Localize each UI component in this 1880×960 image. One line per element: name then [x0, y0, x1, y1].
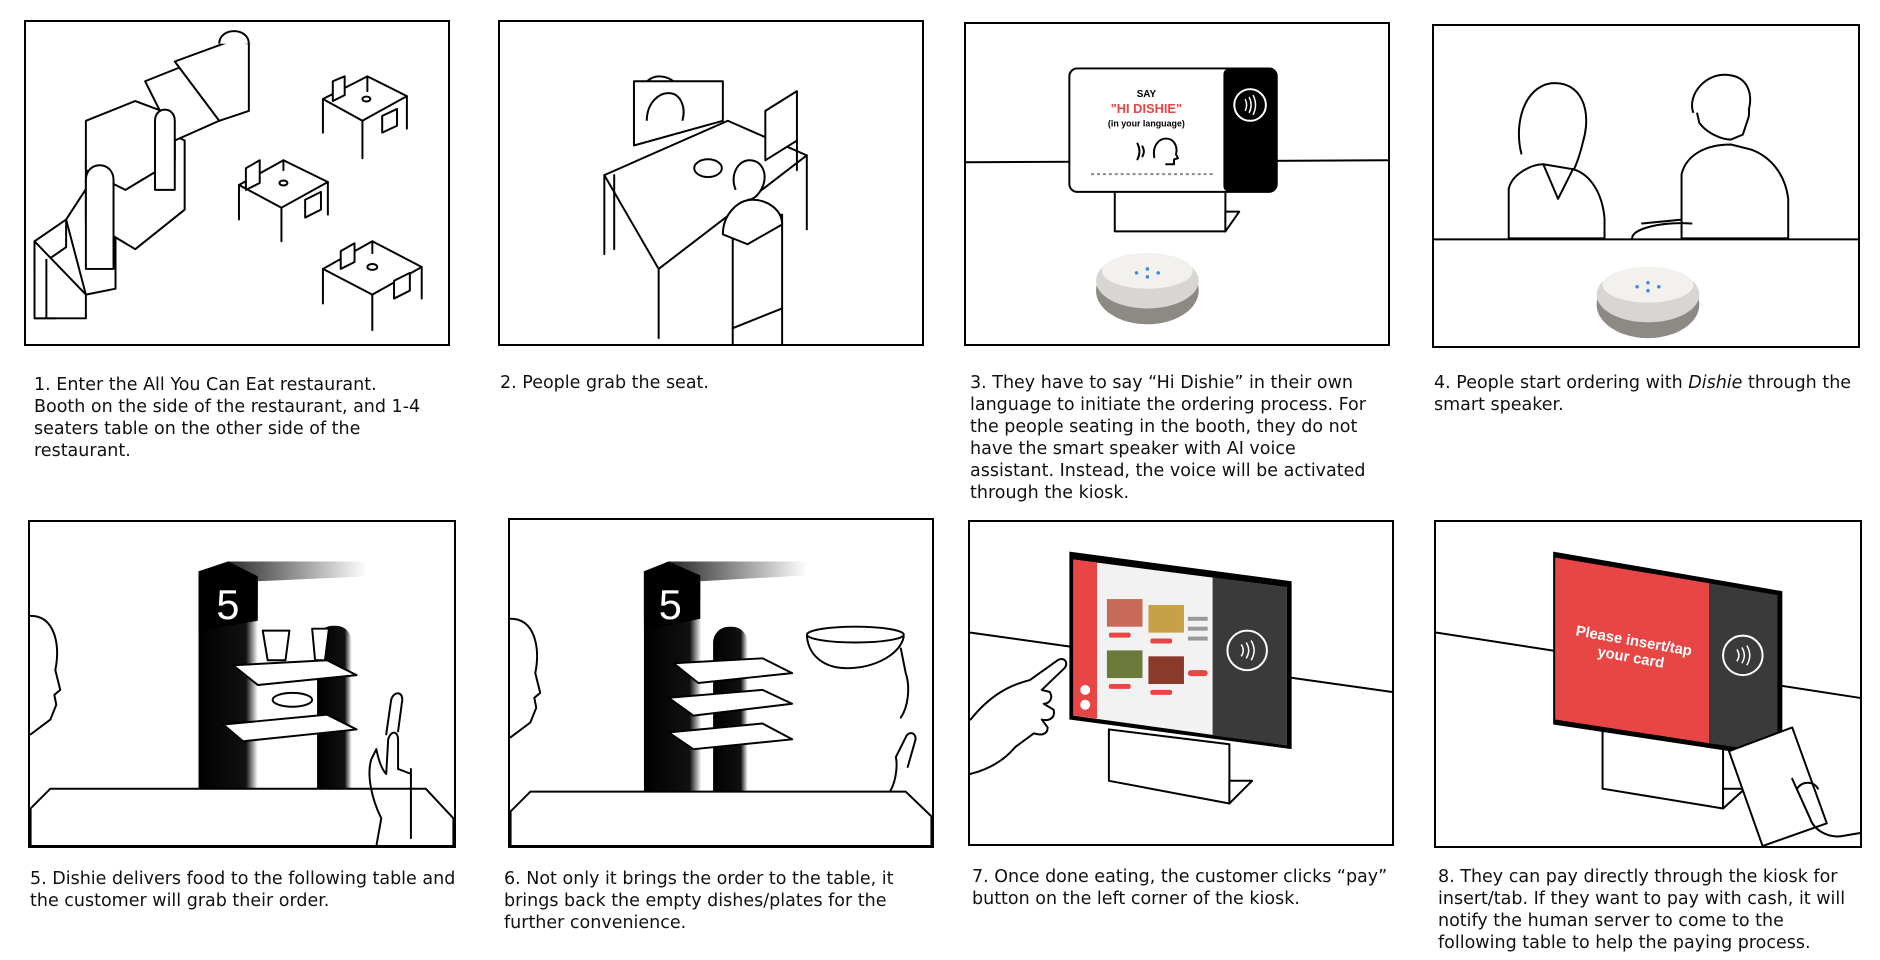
caption-6: 6. Not only it brings the order to the t…	[504, 869, 894, 933]
robot-number-label: 5	[659, 581, 682, 628]
storyboard-panel-8: Please insert/tap your card	[1434, 520, 1862, 848]
caption-5: 5. Dishie delivers food to the following…	[30, 869, 456, 911]
storyboard-panel-5: 5	[28, 520, 456, 848]
caption-8: 8. They can pay directly through the kio…	[1438, 867, 1846, 953]
robot-delivery-illustration: 5	[30, 561, 454, 846]
people-ordering-illustration	[1434, 73, 1858, 339]
caption-1: 1. Enter the All You Can Eat restaurant.…	[34, 375, 421, 461]
storyboard-panel-4	[1432, 24, 1860, 348]
caption-4: 4. People start ordering with Dishie thr…	[1434, 372, 1864, 416]
smart-speaker-icon	[1096, 253, 1199, 325]
caption-4-lead: 4. People start ordering with	[1434, 373, 1689, 393]
kiosk-voice-illustration: SAY "HI DISHIE" (in your language)	[966, 67, 1388, 325]
speaking-head-icon	[1136, 137, 1179, 166]
caption-4-tail: through the smart speaker.	[1434, 373, 1852, 415]
storyboard-panel-7	[968, 520, 1394, 846]
robot-number-label: 5	[216, 581, 239, 628]
payment-card-icon	[1728, 726, 1828, 846]
kiosk-hi-dishie-text: "HI DISHIE"	[1111, 101, 1182, 116]
dining-tables	[237, 75, 423, 332]
restaurant-layout-illustration	[33, 30, 423, 332]
kiosk-say-text: SAY	[1137, 89, 1157, 100]
storyboard-panel-6: 5	[508, 518, 934, 848]
people-seated-illustration	[603, 75, 808, 344]
kiosk-pay-illustration	[970, 551, 1392, 805]
storyboard-panel-2	[498, 20, 924, 346]
caption-4-italic: Dishie	[1688, 373, 1743, 393]
booth-seats	[33, 30, 250, 320]
storyboard-panel-1	[24, 20, 450, 346]
caption-3: 3. They have to say “Hi Dishie” in their…	[970, 373, 1366, 503]
robot-return-illustration: 5	[510, 561, 932, 846]
caption-2: 2. People grab the seat.	[500, 373, 709, 393]
kiosk-language-text: (in your language)	[1108, 119, 1185, 129]
caption-7: 7. Once done eating, the customer clicks…	[972, 867, 1388, 909]
kiosk-card-illustration: Please insert/tap your card	[1436, 551, 1860, 846]
storyboard-panel-3: SAY "HI DISHIE" (in your language)	[964, 22, 1390, 346]
smart-speaker-icon	[1596, 266, 1700, 339]
